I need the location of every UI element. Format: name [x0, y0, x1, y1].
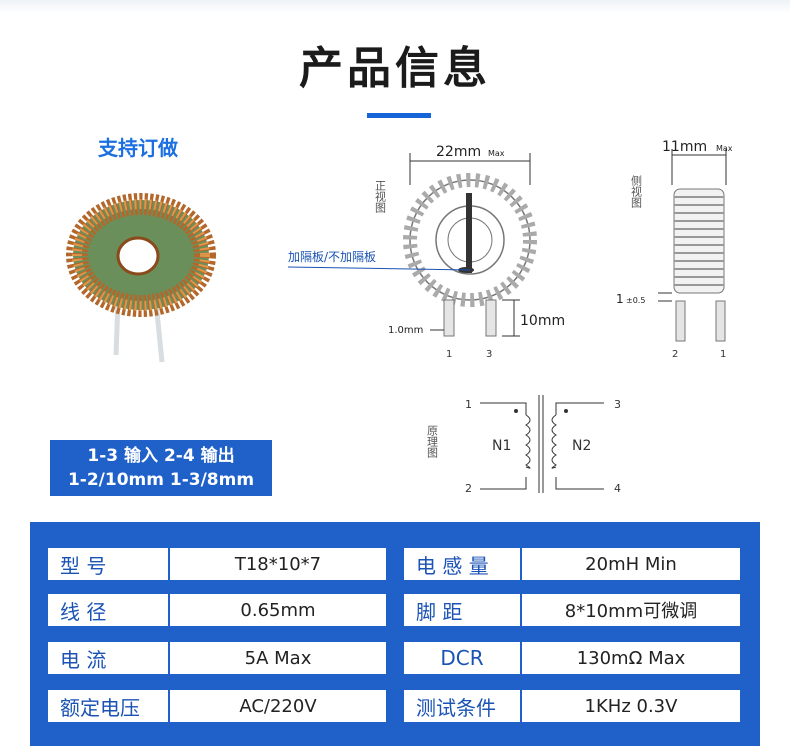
spec-value: 8*10mm可微调 — [522, 594, 740, 626]
front-view-label: 正视图 — [374, 180, 387, 214]
front-pin-3: 3 — [486, 349, 492, 360]
side-width-value: 11mm — [662, 139, 707, 155]
toroid-coil-image — [66, 193, 216, 363]
front-width-value: 22mm — [436, 144, 481, 160]
spec-value: 20mH Min — [522, 548, 740, 580]
spec-row: 额定电压 AC/220V 测试条件 1KHz 0.3V — [48, 690, 740, 722]
front-width-max: Max — [488, 149, 505, 158]
sch-pin-4: 4 — [614, 482, 621, 495]
spec-value: 1KHz 0.3V — [522, 690, 740, 722]
spec-label: 电 流 — [48, 642, 168, 674]
schematic-label: 原理图 — [426, 425, 439, 459]
spec-value: T18*10*7 — [170, 548, 386, 580]
coil-n2: N2 — [572, 438, 591, 454]
custom-order-label: 支持订做 — [98, 136, 178, 160]
top-band — [0, 0, 790, 14]
spec-row: 电 流 5A Max DCR 130mΩ Max — [48, 642, 740, 674]
page-title: 产品信息 — [299, 43, 491, 94]
coil-n1: N1 — [492, 438, 511, 454]
pin-width-value: 1.0mm — [388, 325, 423, 336]
side-view-label: 侧视图 — [630, 175, 643, 209]
io-line-2: 1-2/10mm 1-3/8mm — [67, 470, 255, 490]
spec-value: 0.65mm — [170, 594, 386, 626]
sch-pin-3: 3 — [614, 398, 621, 411]
technical-drawing: 正视图 22mm Max 加隔板/不加隔板 10mm 1.0mm 1 3 侧视图… — [287, 139, 733, 495]
spec-label: 测试条件 — [404, 690, 520, 722]
title-underline — [367, 113, 431, 118]
sch-pin-1: 1 — [465, 398, 472, 411]
side-pin-1: 1 — [720, 349, 726, 360]
spec-value: 130mΩ Max — [522, 642, 740, 674]
tolerance-label: 1 — [616, 292, 624, 306]
tolerance-value: ±0.5 — [626, 296, 645, 305]
front-pin-1: 1 — [446, 349, 452, 360]
side-pin-2: 2 — [672, 349, 678, 360]
spec-panel: 型 号 T18*10*7 电 感 量 20mH Min 线 径 0.65mm 脚… — [30, 522, 760, 746]
spec-label: 脚 距 — [404, 594, 520, 626]
spec-label: 额定电压 — [48, 690, 168, 722]
side-width-max: Max — [716, 144, 733, 153]
spec-value: 5A Max — [170, 642, 386, 674]
pin-length-value: 10mm — [520, 313, 565, 329]
io-line-1: 1-3 输入 2-4 输出 — [87, 446, 235, 466]
spec-label: 型 号 — [48, 548, 168, 580]
spec-row: 线 径 0.65mm 脚 距 8*10mm可微调 — [48, 594, 740, 626]
plate-note: 加隔板/不加隔板 — [288, 250, 376, 264]
spec-label: DCR — [404, 642, 520, 674]
spec-row: 型 号 T18*10*7 电 感 量 20mH Min — [48, 548, 740, 580]
sch-pin-2: 2 — [465, 482, 472, 495]
spec-label: 线 径 — [48, 594, 168, 626]
spec-label: 电 感 量 — [404, 548, 520, 580]
spec-value: AC/220V — [170, 690, 386, 722]
io-info-box: 1-3 输入 2-4 输出 1-2/10mm 1-3/8mm — [50, 440, 272, 496]
